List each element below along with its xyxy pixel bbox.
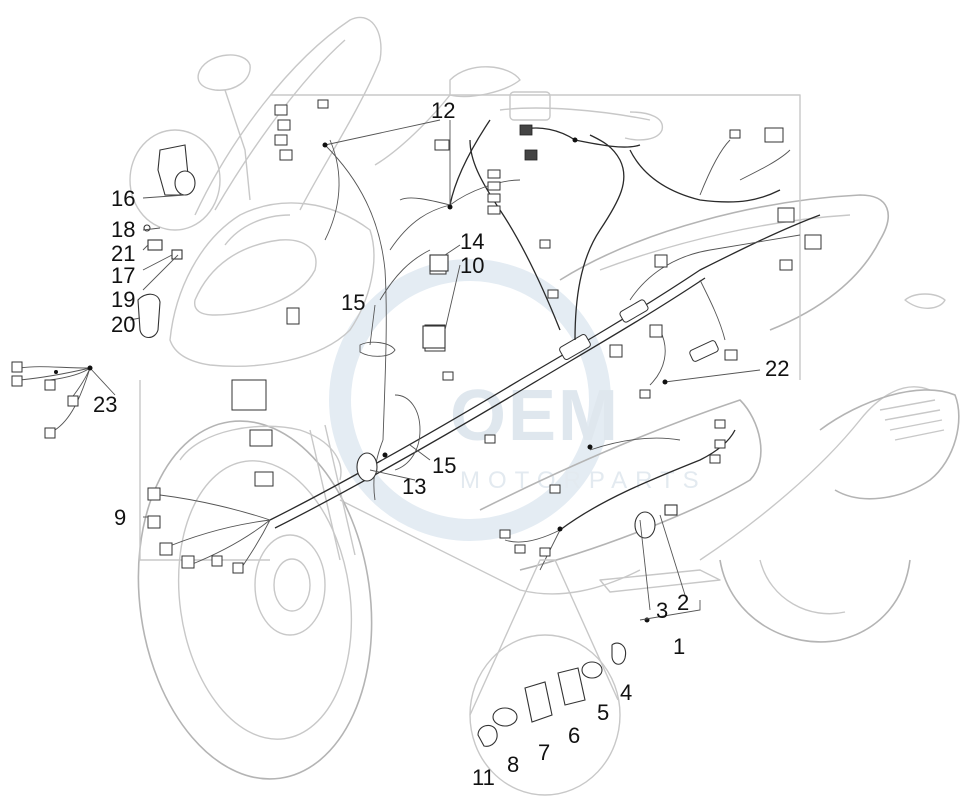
callout-2: 2 xyxy=(677,590,689,615)
callout-17: 17 xyxy=(111,263,135,288)
callout-8: 8 xyxy=(507,752,519,777)
callout-9: 9 xyxy=(114,505,126,530)
callout-1: 1 xyxy=(673,634,685,659)
callout-10: 10 xyxy=(460,253,484,278)
callout-11: 11 xyxy=(472,765,495,790)
callout-14: 14 xyxy=(460,229,484,254)
callout-labels: 1 2 3 4 5 6 7 8 9 10 11 12 13 14 15 15 1… xyxy=(93,98,789,790)
wiring-harness xyxy=(159,119,821,571)
watermark-sub-text: MOTORPARTS xyxy=(460,467,707,494)
callout-12: 12 xyxy=(431,98,455,123)
callout-15-upper: 15 xyxy=(341,290,365,315)
callout-21: 21 xyxy=(111,241,135,266)
callout-4: 4 xyxy=(620,680,632,705)
callout-22: 22 xyxy=(765,356,789,381)
callout-5: 5 xyxy=(597,700,609,725)
watermark-main-text: OEM xyxy=(450,376,620,456)
scooter-outline xyxy=(137,16,960,780)
callout-7: 7 xyxy=(538,740,550,765)
loose-parts-left xyxy=(11,129,221,439)
loose-parts-bottom xyxy=(469,504,678,796)
callout-19: 19 xyxy=(111,287,135,312)
callout-18: 18 xyxy=(111,217,135,242)
callout-20: 20 xyxy=(111,312,135,337)
callout-16: 16 xyxy=(111,186,135,211)
connectors xyxy=(147,99,822,574)
callout-15-lower: 15 xyxy=(432,453,456,478)
watermark-ring xyxy=(329,259,611,541)
callout-13: 13 xyxy=(402,474,426,499)
callout-3: 3 xyxy=(656,598,668,623)
leader-lines xyxy=(54,119,761,621)
callout-6: 6 xyxy=(568,723,580,748)
watermark: OEM MOTORPARTS xyxy=(329,259,707,541)
callout-23: 23 xyxy=(93,392,117,417)
